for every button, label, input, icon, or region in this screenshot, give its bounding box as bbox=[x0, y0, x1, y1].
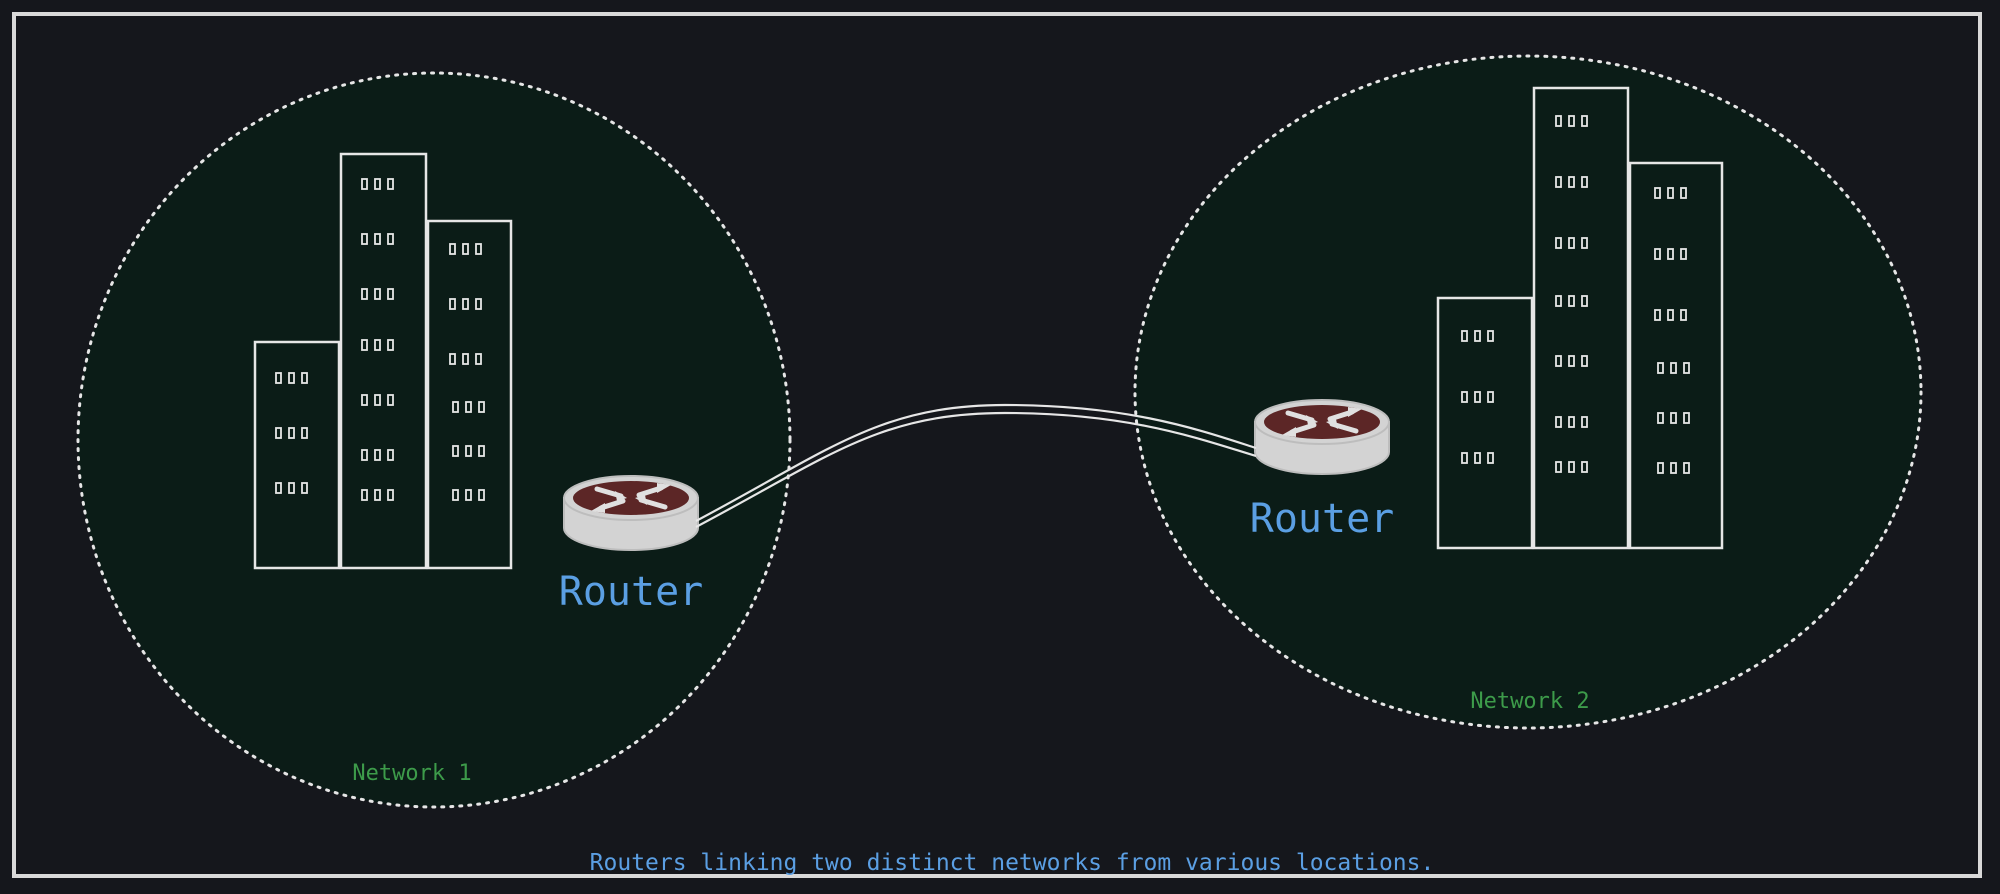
router-icon bbox=[564, 476, 698, 550]
network-label: Network 2 bbox=[1470, 689, 1589, 714]
router-link-cable bbox=[695, 403, 1257, 528]
router-label: Router bbox=[559, 569, 704, 615]
office-buildings-icon bbox=[1436, 86, 1724, 550]
office-buildings-icon bbox=[253, 152, 513, 570]
router-label: Router bbox=[1250, 496, 1395, 542]
diagram-frame bbox=[12, 12, 1982, 878]
network-label: Network 1 bbox=[352, 761, 471, 786]
network-2: Router Network 2 bbox=[1133, 54, 1923, 730]
router-icon bbox=[1255, 400, 1389, 474]
network-1: Router Network 1 bbox=[76, 71, 792, 809]
network-1-boundary bbox=[76, 71, 792, 809]
diagram-caption: Routers linking two distinct networks fr… bbox=[590, 850, 1435, 876]
network-2-boundary bbox=[1133, 54, 1923, 730]
